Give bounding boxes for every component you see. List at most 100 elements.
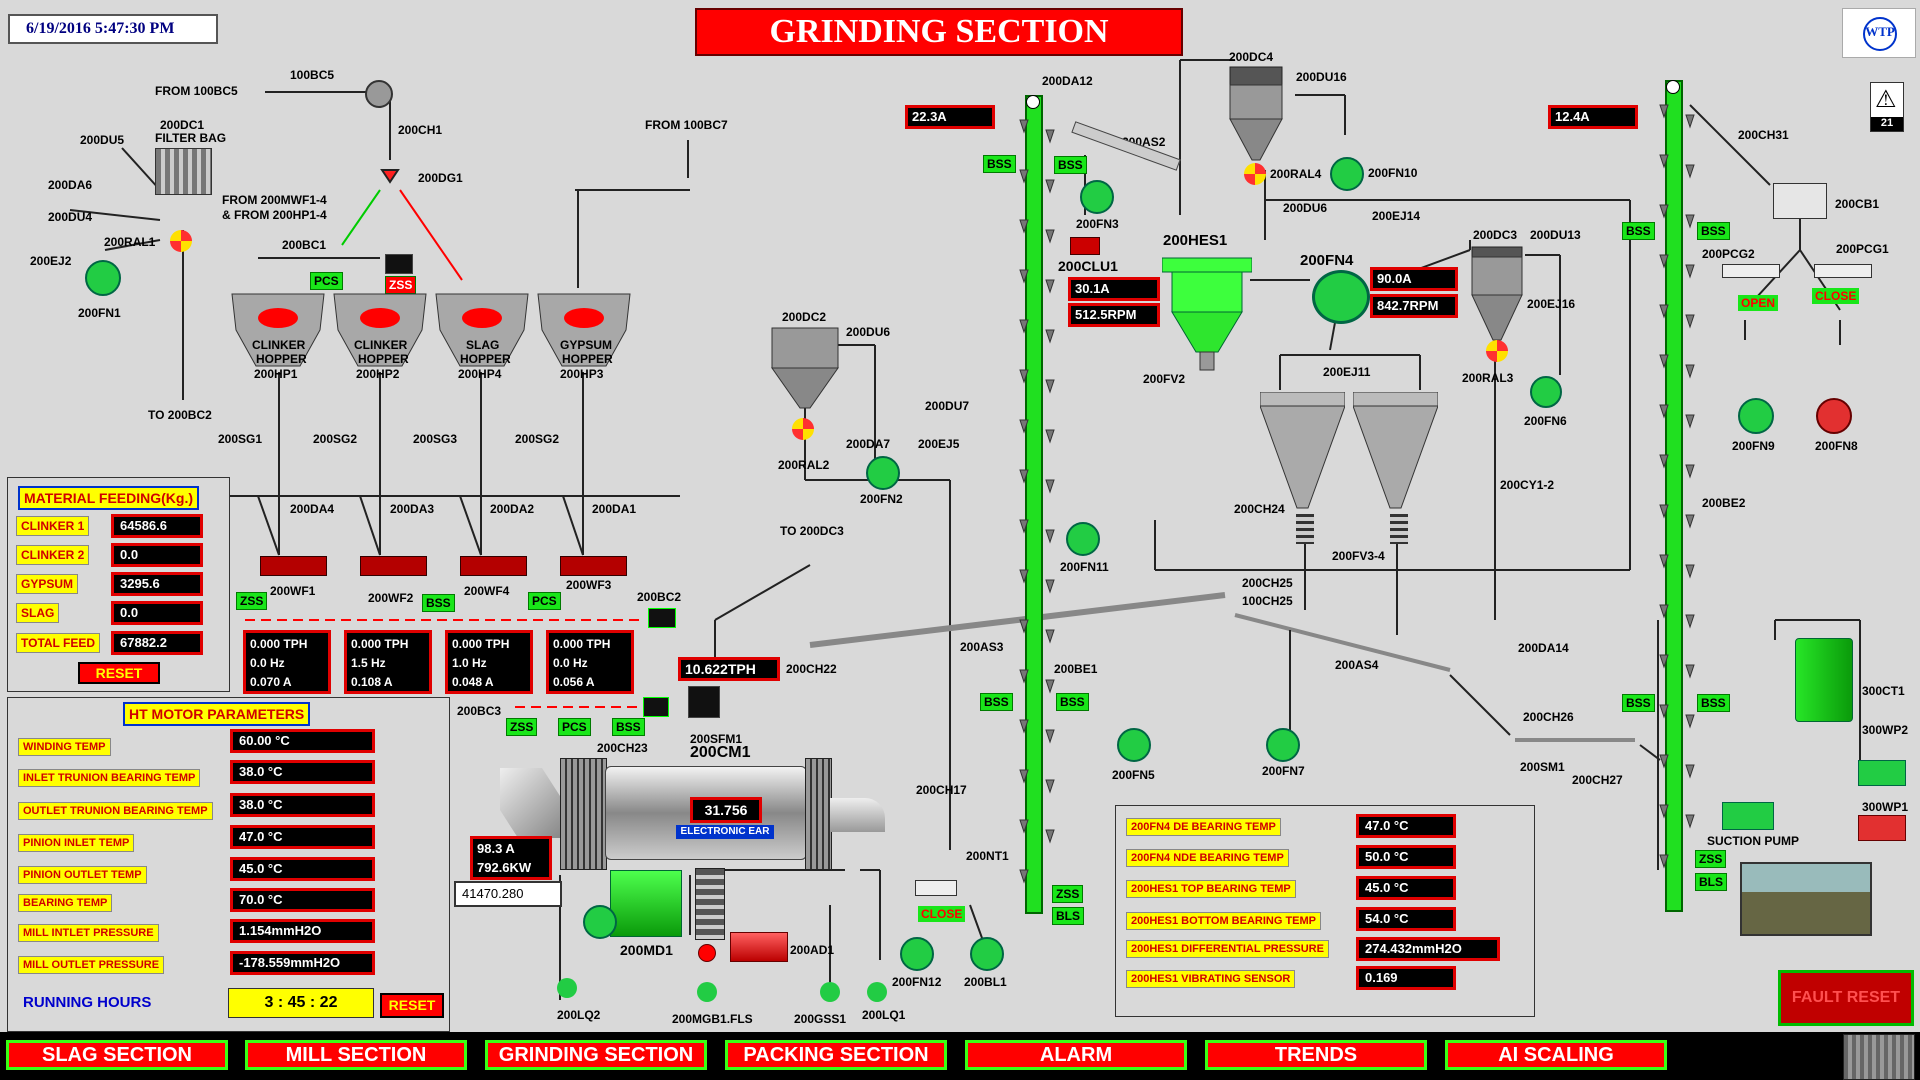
pump-icon-mgb1[interactable] bbox=[697, 982, 717, 1002]
cyclone-1[interactable] bbox=[1259, 391, 1346, 512]
fan-icon-200fn11[interactable] bbox=[1066, 522, 1100, 556]
material-reset-button[interactable]: RESET bbox=[78, 662, 160, 684]
logo-text: WTP bbox=[1865, 24, 1895, 39]
bin-200cb1[interactable] bbox=[1773, 183, 1827, 219]
rotary-airlock-icon bbox=[1244, 163, 1266, 185]
ht-value-mill-inlet: 1.154mmH2O bbox=[230, 919, 375, 943]
nav-alarm[interactable]: ALARM bbox=[965, 1040, 1187, 1070]
gate-valve-pcg1[interactable] bbox=[1814, 264, 1872, 278]
nav-ai-scaling[interactable]: AI SCALING bbox=[1445, 1040, 1667, 1070]
label-suction-pump: SUCTION PUMP bbox=[1707, 834, 1800, 848]
bss-tag: BSS bbox=[1697, 694, 1730, 712]
feeder-amp: 0.108 A bbox=[351, 675, 393, 689]
aux-motor-200ad1[interactable] bbox=[730, 932, 788, 962]
material-value-clinker1: 64586.6 bbox=[111, 514, 203, 538]
mill-trunnion-left bbox=[560, 758, 607, 870]
dust-collector-200dc2[interactable] bbox=[770, 326, 840, 416]
fan-icon-200bl1[interactable] bbox=[970, 937, 1004, 971]
fan-icon-200fn3[interactable] bbox=[1080, 180, 1114, 214]
bearing-label-hes1-top: 200HES1 TOP BEARING TEMP bbox=[1126, 880, 1296, 898]
weigh-feeder-200wf3[interactable] bbox=[560, 556, 627, 576]
nav-slag-section[interactable]: SLAG SECTION bbox=[6, 1040, 228, 1070]
weigh-feeder-200wf4[interactable] bbox=[460, 556, 527, 576]
fan-icon-200fn1[interactable] bbox=[85, 260, 121, 296]
nav-grinding-section[interactable]: GRINDING SECTION bbox=[485, 1040, 707, 1070]
rotary-valve-fv34[interactable] bbox=[1390, 514, 1408, 544]
hopper-label-2: HOPPER bbox=[460, 352, 511, 366]
hopper-200hp1[interactable]: CLINKER HOPPER 200HP1 bbox=[230, 290, 326, 381]
label-200sg1: 200SG1 bbox=[218, 432, 263, 446]
hopper-200hp3[interactable]: GYPSUM HOPPER 200HP3 bbox=[536, 290, 632, 381]
ht-reset-button[interactable]: RESET bbox=[380, 993, 444, 1018]
material-label-slag: SLAG bbox=[16, 603, 60, 623]
hopper-id: 200HP1 bbox=[254, 367, 298, 381]
suction-pump[interactable] bbox=[1722, 802, 1774, 830]
nav-trends[interactable]: TRENDS bbox=[1205, 1040, 1427, 1070]
label-from100bc5: FROM 100BC5 bbox=[155, 84, 238, 98]
damper-icon[interactable] bbox=[915, 880, 957, 896]
pump-300wp1[interactable] bbox=[1858, 815, 1906, 841]
motor-icon-bc2[interactable] bbox=[648, 608, 676, 628]
alarm-indicator[interactable]: ⚠ 21 bbox=[1870, 82, 1904, 132]
label-300ct1: 300CT1 bbox=[1862, 684, 1905, 698]
nav-mill-section[interactable]: MILL SECTION bbox=[245, 1040, 467, 1070]
label-200fn7: 200FN7 bbox=[1262, 764, 1305, 778]
motor-icon-bc3[interactable] bbox=[643, 697, 669, 717]
elevator2-buckets bbox=[1659, 104, 1695, 869]
hopper-200hp2[interactable]: CLINKER HOPPER 200HP2 bbox=[332, 290, 428, 381]
material-label-clinker1: CLINKER 1 bbox=[16, 516, 90, 536]
mill-motor-200md1[interactable] bbox=[610, 870, 682, 937]
pump-icon-lq1[interactable] bbox=[867, 982, 887, 1002]
close-status-tag: CLOSE bbox=[1812, 288, 1860, 304]
bss-tag: BSS bbox=[1697, 222, 1730, 240]
flow-meter-200sfm1[interactable] bbox=[688, 686, 720, 718]
fan-icon-200fn2[interactable] bbox=[866, 456, 900, 490]
cooling-tower-300ct1[interactable] bbox=[1795, 638, 1853, 722]
fan-icon-200fn7[interactable] bbox=[1266, 728, 1300, 762]
pump-300wp2[interactable] bbox=[1858, 760, 1906, 786]
cyclone-2[interactable] bbox=[1352, 391, 1439, 512]
weigh-feeder-200wf2[interactable] bbox=[360, 556, 427, 576]
feeder-hz: 1.5 Hz bbox=[351, 656, 386, 670]
fault-reset-button[interactable]: FAULT RESET bbox=[1778, 970, 1914, 1026]
zss-tag: ZSS bbox=[1052, 885, 1084, 903]
label-200sfm1: 200SFM1 bbox=[690, 732, 743, 746]
fan-icon-200fn8[interactable] bbox=[1816, 398, 1852, 434]
gate-valve-pcg2[interactable] bbox=[1722, 264, 1780, 278]
label-200sg2a: 200SG2 bbox=[313, 432, 358, 446]
fan-icon-mill[interactable] bbox=[583, 905, 617, 939]
label-200ch27: 200CH27 bbox=[1572, 773, 1623, 787]
dust-collector-200dc4[interactable] bbox=[1228, 65, 1284, 165]
nav-packing-section[interactable]: PACKING SECTION bbox=[725, 1040, 947, 1070]
fan-icon-200fn5[interactable] bbox=[1117, 728, 1151, 762]
label-200bl1: 200BL1 bbox=[964, 975, 1007, 989]
weigh-feeder-200wf1[interactable] bbox=[260, 556, 327, 576]
label-200as3: 200AS3 bbox=[960, 640, 1004, 654]
ht-label-bearing: BEARING TEMP bbox=[18, 894, 113, 912]
ht-label-pinion-outlet: PINION OUTLET TEMP bbox=[18, 866, 147, 884]
pump-icon-gss1[interactable] bbox=[820, 982, 840, 1002]
feeder-amp: 0.056 A bbox=[553, 675, 595, 689]
bss-tag: BSS bbox=[1622, 694, 1655, 712]
gearbox-200mgb1[interactable] bbox=[695, 868, 725, 940]
fan-icon-200fn12[interactable] bbox=[900, 937, 934, 971]
pump-icon-lq2[interactable] bbox=[557, 978, 577, 998]
label-200fn12: 200FN12 bbox=[892, 975, 942, 989]
motor-icon-clu1[interactable] bbox=[1070, 237, 1100, 255]
fan-icon-200fn10[interactable] bbox=[1330, 157, 1364, 191]
ht-value-mill-outlet: -178.559mmH2O bbox=[230, 951, 375, 975]
separator-200hes1[interactable] bbox=[1161, 252, 1253, 372]
label-200dc2: 200DC2 bbox=[782, 310, 827, 324]
home-building-icon[interactable] bbox=[1843, 1034, 1915, 1080]
motor-icon-bc1[interactable] bbox=[385, 254, 413, 274]
hopper-200hp4[interactable]: SLAG HOPPER 200HP4 bbox=[434, 290, 530, 381]
fan-200fn4[interactable] bbox=[1312, 270, 1370, 324]
fan-icon-200fn9[interactable] bbox=[1738, 398, 1774, 434]
label-200ad1: 200AD1 bbox=[790, 943, 835, 957]
fan-icon-200fn6[interactable] bbox=[1530, 376, 1562, 408]
hopper-label-2: HOPPER bbox=[358, 352, 409, 366]
dust-collector-200dc3[interactable] bbox=[1470, 245, 1524, 343]
rotary-valve-ch24[interactable] bbox=[1296, 514, 1314, 544]
